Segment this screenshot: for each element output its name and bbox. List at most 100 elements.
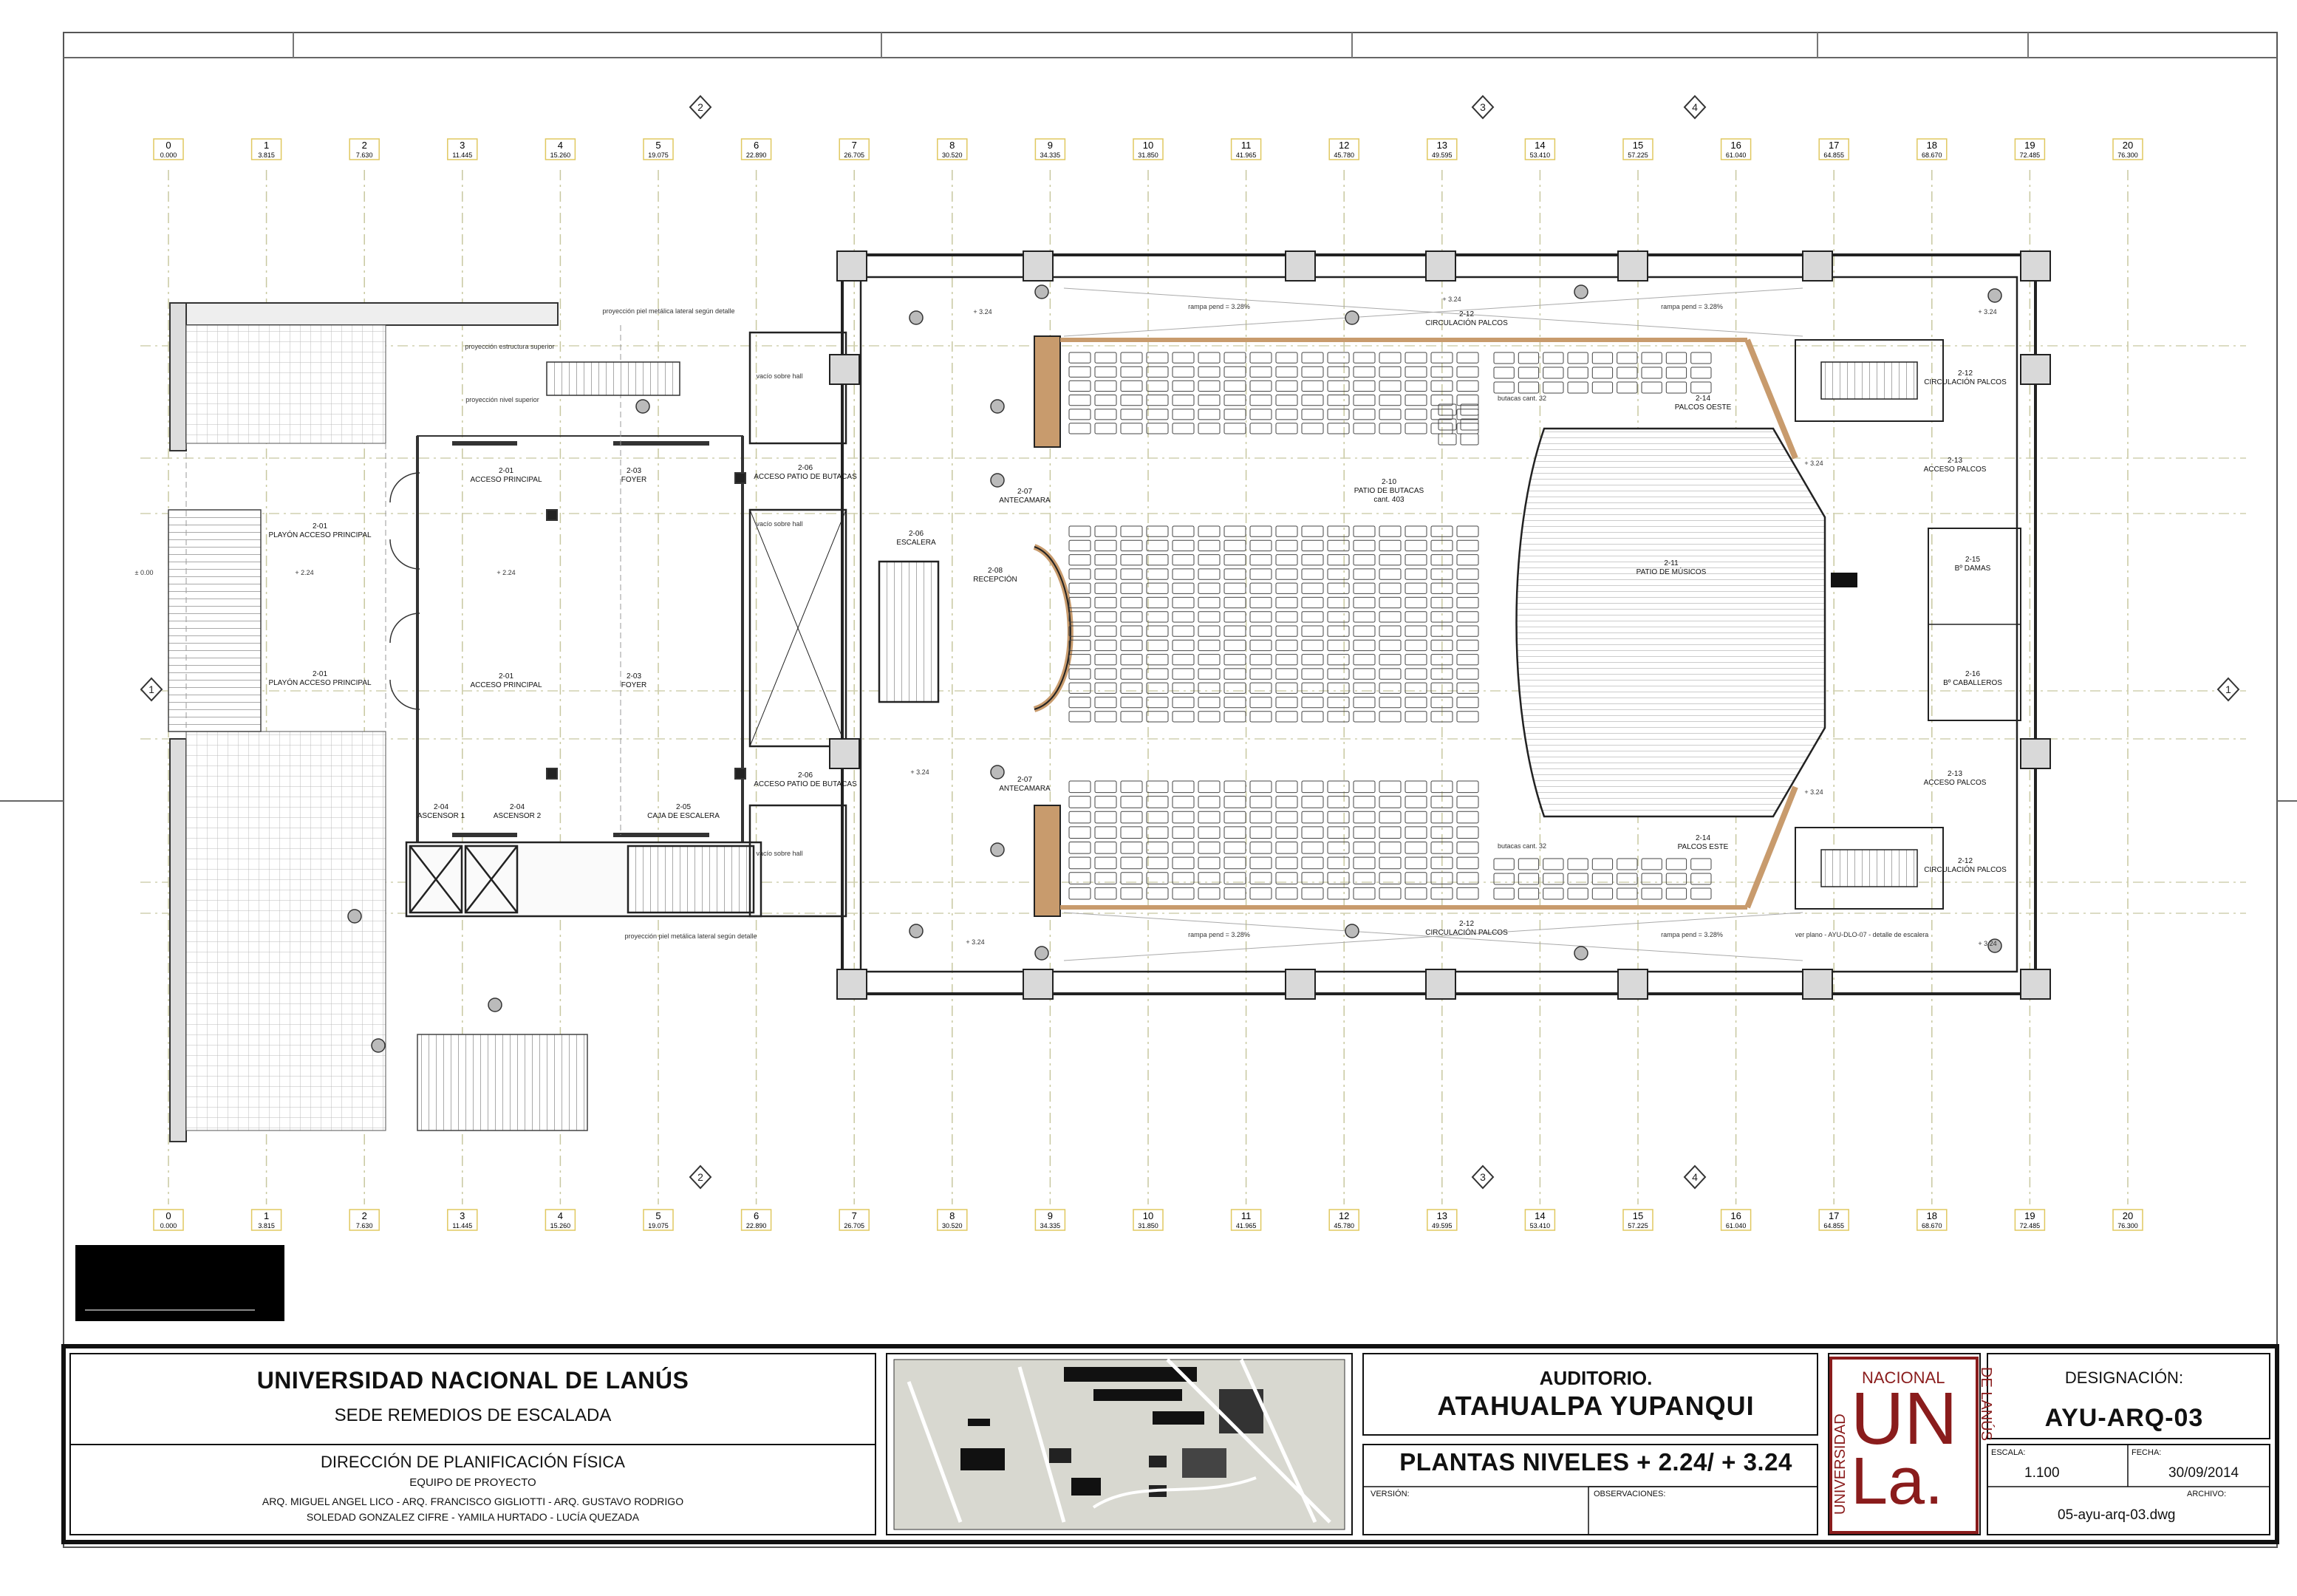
proyeccion-label: proyección piel metálica lateral según d… [624, 932, 757, 940]
seat [1327, 872, 1350, 884]
seat [1301, 887, 1324, 900]
seat [1249, 366, 1272, 378]
seat [1353, 668, 1376, 680]
room-name-palcos-oeste: PALCOS OESTE [1675, 403, 1732, 412]
seat [1172, 380, 1195, 392]
seat [1430, 796, 1453, 808]
logo-text-un: UN [1851, 1377, 1958, 1460]
seat [1456, 568, 1479, 580]
grid-label-number: 11 [1241, 1210, 1252, 1221]
grid-label-number: 7 [852, 140, 857, 151]
section-marker-3-top: 3 [1480, 101, 1486, 113]
seat [1249, 780, 1272, 794]
seat [1198, 625, 1221, 637]
scale-value: 1.100 [2024, 1465, 2060, 1481]
seat [1301, 856, 1324, 870]
seat [1094, 554, 1117, 566]
seat [1379, 380, 1402, 392]
university-name: UNIVERSIDAD NACIONAL DE LANÚS [256, 1367, 689, 1394]
seat [1223, 539, 1246, 552]
seat [1120, 582, 1143, 594]
grid-label-value: 41.965 [1236, 151, 1257, 159]
seat [1172, 366, 1195, 378]
room-code-circulacion-palcos-3: 2-12 [1958, 369, 1973, 378]
project-label: AUDITORIO. [1539, 1367, 1653, 1389]
seat [1068, 611, 1091, 623]
scale-label: ESCALA: [1991, 1448, 2026, 1457]
seat [1301, 554, 1324, 566]
seat [1430, 682, 1453, 694]
room-code-caja-escalera: 2-05 [676, 803, 691, 811]
seat [1198, 668, 1221, 680]
seat [1223, 423, 1246, 434]
seat [1249, 811, 1272, 824]
grid-label-number: 20 [2123, 1210, 2133, 1221]
seat [1146, 639, 1169, 652]
seat [1438, 403, 1457, 416]
seat [1068, 395, 1091, 406]
seat [1094, 539, 1117, 552]
seat [1301, 668, 1324, 680]
seat [1172, 639, 1195, 652]
seat [1405, 366, 1427, 378]
room-name-playon-1: PLAYÓN ACCESO PRINCIPAL [268, 530, 372, 539]
seat [1430, 696, 1453, 709]
seat [1275, 525, 1298, 537]
seat [1068, 856, 1091, 870]
level-label: + 3.24 [973, 308, 992, 316]
seat [1223, 409, 1246, 420]
seat [1198, 409, 1221, 420]
seat [1198, 568, 1221, 580]
seat [1275, 611, 1298, 623]
level-label: + 3.24 [966, 938, 984, 946]
seat [1172, 352, 1195, 364]
seat [1249, 696, 1272, 709]
grid-label-box [1230, 138, 1262, 160]
seat [1665, 366, 1687, 379]
seat [1405, 780, 1427, 794]
grid-label-number: 9 [1048, 1210, 1053, 1221]
seat [1275, 887, 1298, 900]
room-name-ascensor2: ASCENSOR 2 [494, 812, 542, 820]
seat [1275, 780, 1298, 794]
room-name-acceso-principal-1: ACCESO PRINCIPAL [470, 476, 542, 484]
seat [1172, 554, 1195, 566]
seat [1456, 409, 1479, 420]
seat [1430, 811, 1453, 824]
room-note-patio-butacas: cant. 403 [1373, 496, 1405, 504]
seat [1327, 423, 1350, 434]
seat [1172, 696, 1195, 709]
seat [1690, 858, 1712, 870]
grid-label-box [250, 1209, 282, 1231]
room-code-acceso-butacas-1: 2-06 [798, 464, 813, 472]
seat [1198, 582, 1221, 594]
seat [1301, 366, 1324, 378]
seat [1172, 668, 1195, 680]
stage [1515, 427, 1826, 818]
seat [1591, 873, 1614, 885]
proyeccion-label: proyección piel metálica lateral según d… [602, 307, 734, 315]
grid-label-value: 49.595 [1432, 151, 1453, 159]
seat [1146, 872, 1169, 884]
seat [1456, 596, 1479, 609]
seat [1094, 780, 1117, 794]
seat [1068, 682, 1091, 694]
axis-marker-left: 1 [149, 683, 154, 695]
seat [1493, 381, 1515, 394]
seat [1146, 842, 1169, 854]
seat [1275, 596, 1298, 609]
seat [1068, 826, 1091, 839]
seat [1094, 872, 1117, 884]
grid-label-number: 15 [1633, 140, 1643, 151]
seat [1456, 811, 1479, 824]
seat [1094, 796, 1117, 808]
room-code-palcos-oeste: 2-14 [1696, 395, 1710, 403]
seat [1275, 568, 1298, 580]
seat [1223, 668, 1246, 680]
grid-label-box [1328, 138, 1359, 160]
seat [1405, 582, 1427, 594]
seat [1275, 811, 1298, 824]
seat [1172, 611, 1195, 623]
grid-label-value: 45.780 [1334, 151, 1354, 159]
